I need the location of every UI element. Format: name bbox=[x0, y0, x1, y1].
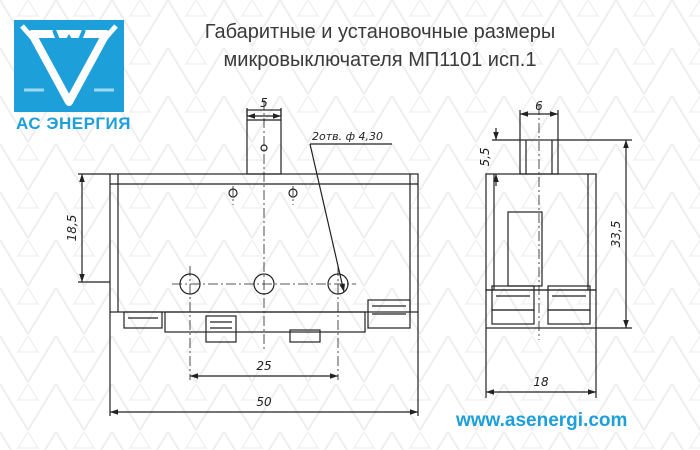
page-title: Габаритные и установочные размеры микров… bbox=[150, 18, 610, 74]
website-link[interactable]: www.asenergi.com bbox=[456, 410, 628, 431]
title-line-2: микровыключателя МП1101 исп.1 bbox=[223, 49, 537, 71]
brand-name: АС ЭНЕРГИЯ bbox=[16, 114, 131, 133]
dim-stem-side bbox=[492, 128, 520, 186]
hole-note-label: 2отв. ф 4,30 bbox=[312, 130, 383, 143]
dim-left-front bbox=[78, 173, 110, 283]
hole-note-leader bbox=[309, 143, 392, 293]
dim-width-front bbox=[109, 312, 419, 416]
title-line-1: Габаритные и установочные размеры bbox=[204, 21, 556, 43]
dim-width-front-label: 50 bbox=[256, 395, 272, 409]
dim-width-side bbox=[485, 328, 597, 398]
dim-top-side bbox=[519, 110, 559, 140]
dim-top-front-label: 5 bbox=[260, 96, 268, 110]
logo-icon bbox=[14, 20, 124, 112]
dim-top-side-label: 6 bbox=[535, 99, 543, 113]
dim-width-side-label: 18 bbox=[533, 375, 549, 389]
dim-stem-side-label: 5,5 bbox=[478, 147, 492, 166]
dim-height-side-label: 33,5 bbox=[609, 221, 623, 248]
dim-height-side bbox=[558, 139, 632, 329]
dim-holes-front-label: 25 bbox=[256, 359, 271, 373]
dim-top-front bbox=[246, 108, 282, 119]
side-view bbox=[485, 139, 597, 329]
dim-left-front-label: 18,5 bbox=[65, 215, 79, 242]
